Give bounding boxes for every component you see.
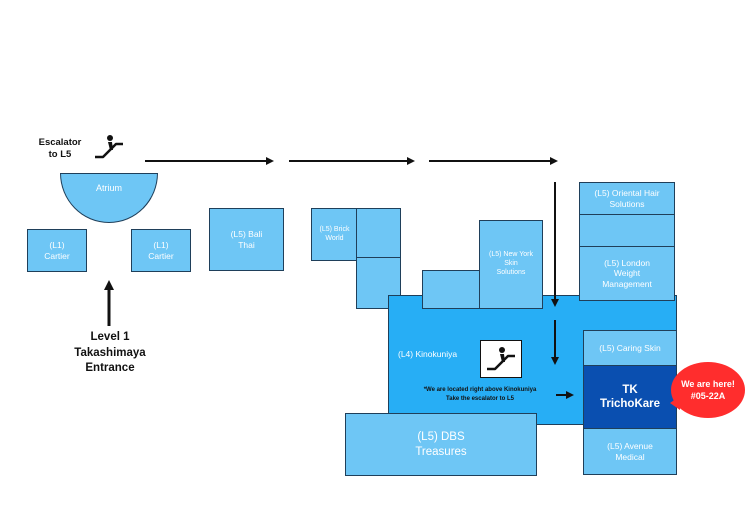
store-label: (L1) Cartier	[44, 239, 70, 261]
location-note: *We are located right above Kinokuniya T…	[423, 387, 537, 402]
store-oriental-hair[interactable]: (L5) Oriental Hair Solutions	[579, 182, 675, 215]
you-are-here-bubble: We are here! #05-22A	[671, 362, 745, 418]
kinokuniya-label: (L4) Kinokuniya	[398, 349, 458, 359]
store-label: (L5) Bali Thai	[230, 228, 263, 250]
unit-blank-1	[356, 208, 401, 258]
store-cartier-left[interactable]: (L1) Cartier	[27, 229, 87, 272]
store-cartier-right[interactable]: (L1) Cartier	[131, 229, 191, 272]
escalator-icon	[480, 340, 522, 378]
escalator-label: Escalator to L5	[38, 137, 82, 161]
store-label: (L1) Cartier	[148, 239, 174, 261]
store-dbs-treasures[interactable]: (L5) DBS Treasures	[345, 413, 537, 476]
store-label: TK TrichoKare	[599, 383, 661, 410]
store-avenue-medical[interactable]: (L5) Avenue Medical	[583, 428, 677, 475]
store-label: (L5) Oriental Hair Solutions	[594, 187, 660, 209]
store-brick-world[interactable]: (L5) Brick World	[311, 208, 358, 261]
bubble-label: We are here! #05-22A	[681, 378, 735, 401]
store-label: (L5) Caring Skin	[599, 342, 661, 353]
store-label: (L5) DBS Treasures	[415, 431, 467, 458]
store-label: (L5) Brick World	[319, 225, 350, 242]
atrium-label: Atrium	[95, 183, 122, 193]
store-label: (L5) New York Skin Solutions	[489, 251, 533, 276]
unit-blank-4	[579, 214, 675, 247]
escalator-icon	[92, 133, 126, 161]
store-london-weight[interactable]: (L5) London Weight Management	[579, 246, 675, 301]
store-bali-thai[interactable]: (L5) Bali Thai	[209, 208, 284, 271]
store-label: (L5) London Weight Management	[602, 257, 652, 289]
store-new-york-skin[interactable]: (L5) New York Skin Solutions	[479, 220, 543, 309]
entrance-label: Level 1 Takashimaya Entrance	[74, 331, 146, 375]
unit-blank-3	[422, 270, 480, 309]
store-label: (L5) Avenue Medical	[607, 440, 653, 462]
